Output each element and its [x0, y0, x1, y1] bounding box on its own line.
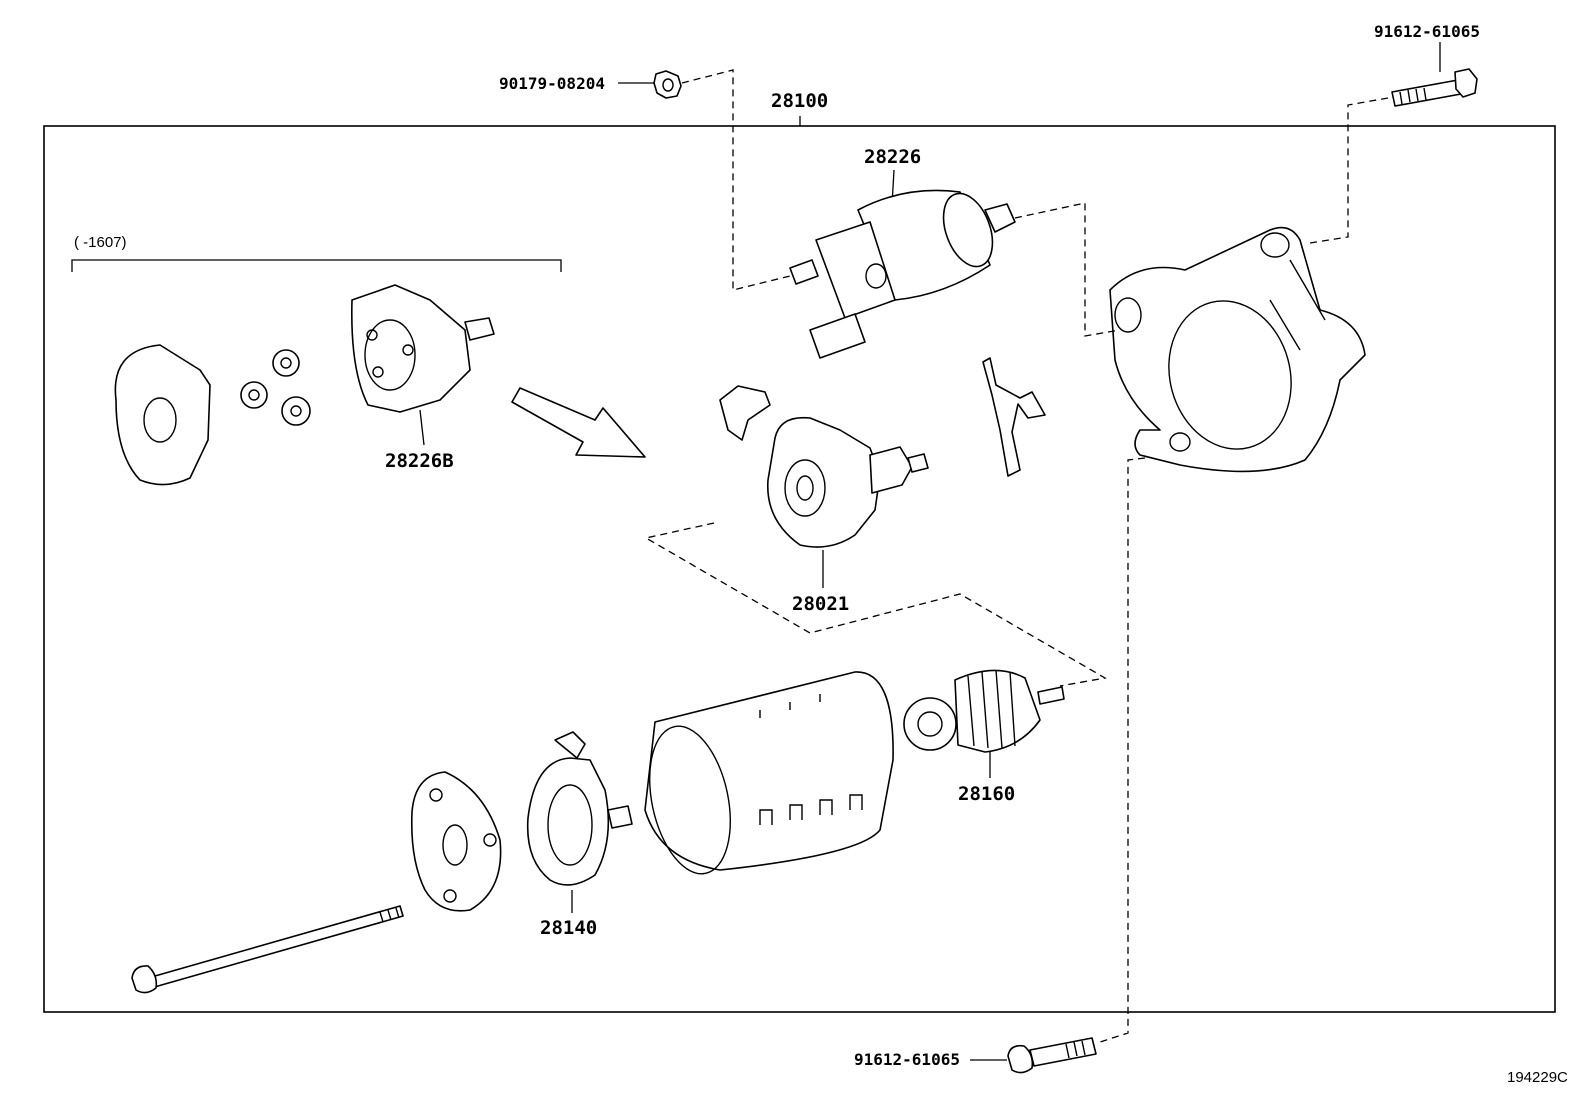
- label-brush-holder: 28140: [540, 917, 597, 939]
- yoke-icon: [644, 671, 894, 875]
- label-28100: 28100: [771, 90, 828, 112]
- label-nut-top: 90179-08204: [499, 74, 605, 93]
- guide-bolt-to-housing: [1309, 97, 1389, 244]
- armature-28160[interactable]: 28160: [903, 669, 1065, 805]
- bolt-icon: [1391, 68, 1478, 107]
- label-armature: 28160: [958, 783, 1015, 805]
- bolt-bottom[interactable]: 91612-61065: [854, 1037, 1097, 1074]
- planet-gear-icon-1: [240, 381, 268, 409]
- planet-gear-icon-3: [281, 396, 311, 426]
- brush-holder-icon: [526, 731, 633, 886]
- drive-housing-icon: [1109, 226, 1366, 473]
- planet-gear-icon-2: [272, 349, 300, 377]
- guide-housing-to-bottom-bolt: [1099, 457, 1146, 1043]
- assembly-frame: [43, 125, 1556, 1013]
- label-bolt-bottom: 91612-61065: [854, 1050, 960, 1069]
- brush-holder-28140[interactable]: 28140: [526, 731, 633, 939]
- bolt-icon: [1007, 1037, 1097, 1074]
- label-bolt-top-right: 91612-61065: [1374, 22, 1480, 41]
- date-range-bracket: ( -1607): [71, 234, 562, 272]
- shift-lever-icon: [982, 357, 1046, 477]
- illustration-code: 194229C: [1507, 1069, 1568, 1086]
- date-range-text: ( -1607): [74, 234, 127, 251]
- gear-cover-icon: [114, 344, 211, 486]
- assembly-arrow-icon: [511, 387, 646, 458]
- bracket-icon: [719, 385, 771, 441]
- guide-solenoid-to-housing: [1014, 202, 1121, 337]
- guide-clutch-group: [644, 522, 1107, 687]
- clutch-gear-icon: [767, 416, 929, 548]
- planetary-kit-28226B[interactable]: 28226B: [114, 284, 495, 486]
- armature-icon: [903, 669, 1065, 753]
- clutch-gear-28021[interactable]: 28021: [767, 416, 929, 615]
- nut-icon: [653, 70, 682, 99]
- bolt-top-right[interactable]: 91612-61065: [1374, 22, 1480, 107]
- label-clutch-gear: 28021: [792, 593, 849, 615]
- drive-housing[interactable]: [1109, 226, 1366, 473]
- through-bolt-icon: [131, 905, 404, 994]
- nut-90179-08204[interactable]: 90179-08204: [499, 70, 682, 99]
- end-cover-icon: [410, 771, 502, 912]
- guide-nut-to-solenoid: [681, 69, 791, 291]
- solenoid-28226[interactable]: 28226: [789, 146, 1016, 359]
- label-solenoid: 28226: [864, 146, 921, 168]
- planet-carrier-icon: [351, 284, 495, 413]
- label-planetary-kit: 28226B: [385, 450, 454, 472]
- solenoid-icon: [789, 189, 1016, 359]
